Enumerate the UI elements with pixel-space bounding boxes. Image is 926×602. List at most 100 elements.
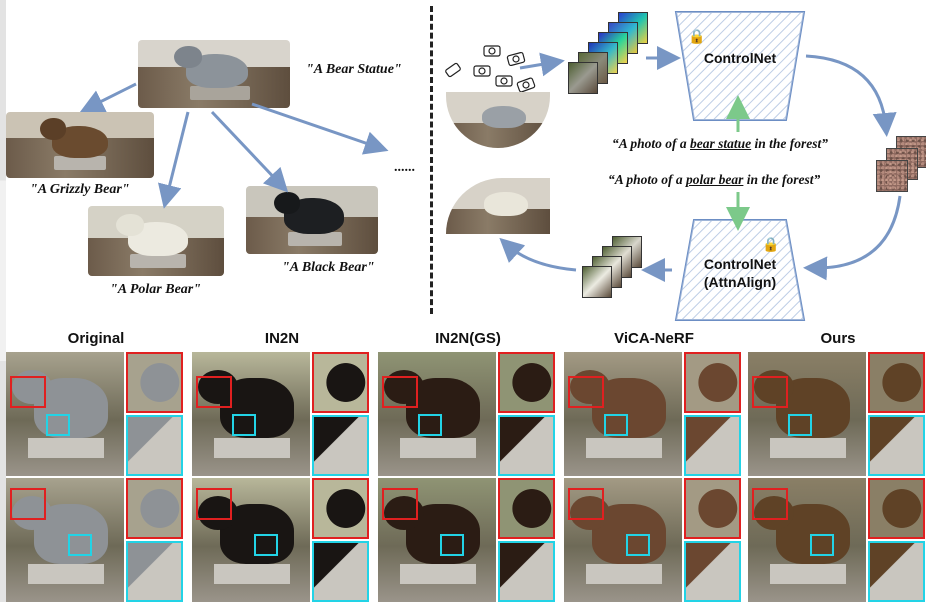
zoom-inset-cyan (868, 415, 925, 476)
zoom-inset-red (498, 478, 555, 539)
cyan-highlight-box (810, 534, 834, 556)
cyan-highlight-box (418, 414, 442, 436)
arrow-to-black (210, 110, 289, 193)
arrow-noise-to-controlnet (803, 195, 902, 281)
result-in2n-row-1 (192, 352, 369, 476)
result-main-image (564, 478, 682, 602)
caption-black-bear: "A Black Bear" (282, 260, 375, 275)
result-main-image (748, 478, 866, 602)
source-bear-statue-image (138, 40, 290, 108)
controlnet-bottom-label-line1: ControlNet (703, 256, 777, 272)
zoom-inset-cyan (312, 541, 369, 602)
result-main-image (564, 352, 682, 476)
red-highlight-box (10, 488, 46, 520)
cyan-highlight-box (604, 414, 628, 436)
controlnet-bottom-trapezoid (674, 219, 806, 321)
result-ours-row-2 (748, 478, 925, 602)
red-highlight-box (10, 376, 46, 408)
result-main-image (192, 352, 310, 476)
lock-icon: 🔒 (762, 236, 780, 252)
caption-polar-bear: "A Polar Bear" (110, 282, 201, 297)
controlnet-top-block: 🔒 ControlNet (674, 10, 806, 122)
controlnet-top-trapezoid (674, 11, 806, 121)
red-highlight-box (752, 376, 788, 408)
panel-divider (430, 6, 433, 314)
arrow-to-grizzly (79, 82, 137, 113)
result-in2n-gs-row-2 (378, 478, 555, 602)
zoom-inset-red (312, 352, 369, 413)
red-highlight-box (568, 376, 604, 408)
result-vica-nerf-row-2 (564, 478, 741, 602)
result-main-image (6, 478, 124, 602)
arrow-to-more (251, 102, 389, 155)
prompt-target: “A photo of a polar bear in the forest” (608, 172, 820, 188)
cyan-highlight-box (440, 534, 464, 556)
black-bear-image (246, 186, 378, 254)
column-header-in2n-gs: IN2N(GS) (435, 330, 501, 347)
column-header-ours: Ours (820, 330, 856, 347)
result-original-row-1 (6, 352, 183, 476)
arrow-cameras-to-views (519, 52, 565, 77)
prompt-source-keyword: bear statue (690, 136, 752, 151)
column-header-vica-nerf: ViCA-NeRF (614, 330, 694, 347)
red-highlight-box (382, 488, 418, 520)
zoom-inset-red (868, 352, 925, 413)
column-header-original: Original (67, 330, 125, 347)
prompt-source: “A photo of a bear statue in the forest” (612, 136, 828, 152)
result-vica-nerf-row-1 (564, 352, 741, 476)
cyan-highlight-box (788, 414, 812, 436)
result-ours-row-1 (748, 352, 925, 476)
result-in2n-gs-row-1 (378, 352, 555, 476)
prompt-target-keyword: polar bear (686, 172, 744, 187)
cyan-highlight-box (626, 534, 650, 556)
result-main-image (6, 352, 124, 476)
red-highlight-box (752, 488, 788, 520)
grizzly-bear-image (6, 112, 154, 178)
red-highlight-box (382, 376, 418, 408)
result-original-row-2 (6, 478, 183, 602)
zoom-inset-cyan (126, 541, 183, 602)
zoom-inset-red (126, 478, 183, 539)
result-in2n-row-2 (192, 478, 369, 602)
controlnet-bottom-label-line2: (AttnAlign) (703, 274, 777, 290)
zoom-inset-cyan (312, 415, 369, 476)
zoom-inset-red (498, 352, 555, 413)
pipeline-arrows (499, 46, 902, 282)
polar-bear-image (88, 206, 224, 276)
zoom-inset-red (684, 478, 741, 539)
red-highlight-box (568, 488, 604, 520)
prompt-target-suffix: in the forest” (743, 172, 821, 187)
arrow-to-polar (157, 111, 190, 209)
prompt-source-prefix: “A photo of a (612, 136, 691, 151)
result-main-image (378, 478, 496, 602)
zoom-inset-red (312, 478, 369, 539)
zoom-inset-cyan (498, 415, 555, 476)
result-main-image (748, 352, 866, 476)
edit-arrows (79, 82, 389, 209)
left-margin-strip (0, 0, 6, 602)
ellipsis: ...... (394, 160, 415, 175)
prompt-source-suffix: in the forest” (751, 136, 829, 151)
cyan-highlight-box (232, 414, 256, 436)
result-main-image (192, 478, 310, 602)
zoom-inset-red (868, 478, 925, 539)
result-main-image (378, 352, 496, 476)
prompt-target-prefix: “A photo of a (608, 172, 687, 187)
caption-bear-statue: "A Bear Statue" (306, 62, 402, 77)
lock-icon: 🔒 (688, 28, 706, 44)
cyan-highlight-box (254, 534, 278, 556)
red-highlight-box (196, 376, 232, 408)
arrow-outputs-to-scene (499, 237, 577, 272)
input-scene-image (446, 92, 550, 148)
cyan-highlight-box (68, 534, 92, 556)
caption-grizzly-bear: "A Grizzly Bear" (30, 182, 130, 197)
controlnet-bottom-block: 🔒 ControlNet (AttnAlign) (674, 218, 806, 322)
zoom-inset-cyan (684, 541, 741, 602)
zoom-inset-cyan (126, 415, 183, 476)
column-header-in2n: IN2N (264, 330, 300, 347)
zoom-inset-cyan (868, 541, 925, 602)
zoom-inset-red (126, 352, 183, 413)
zoom-inset-cyan (498, 541, 555, 602)
arrow-controlnet-to-noise (805, 54, 897, 137)
camera-icons (445, 45, 536, 93)
